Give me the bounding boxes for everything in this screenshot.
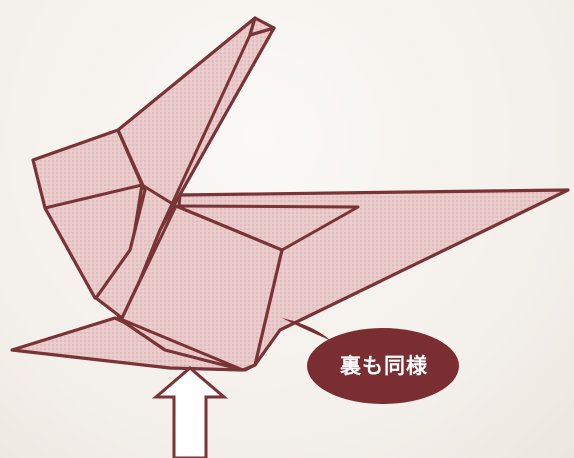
callout-text: 裏も同様: [340, 354, 428, 378]
callout-pointer: [282, 318, 352, 350]
callout-ellipse: [307, 328, 459, 404]
origami-creases: [43, 33, 360, 372]
origami-body: [10, 16, 570, 372]
up-arrow-icon: [151, 366, 229, 458]
crease-ear-fold: [158, 33, 252, 232]
crease-upper-wing: [174, 204, 360, 252]
crease-diagonal: [120, 204, 178, 320]
crease-ear-inner: [140, 183, 178, 208]
crease-head-bottom: [43, 183, 144, 210]
callout-bubble: [282, 318, 459, 404]
crease-lower: [116, 316, 245, 372]
origami-back-ear: [248, 16, 276, 37]
crease-ear-left: [116, 128, 144, 187]
